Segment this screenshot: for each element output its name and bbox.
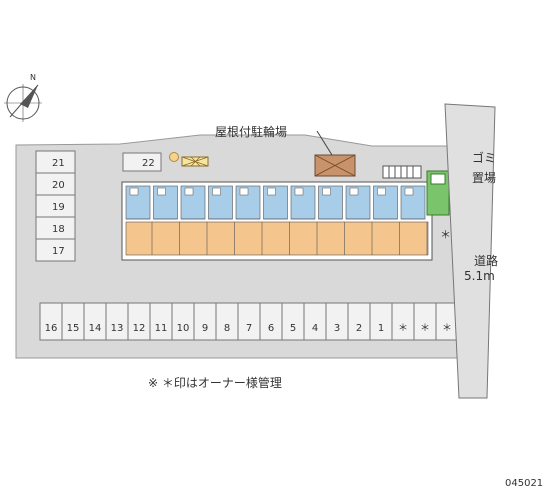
- parking-space-bottom-9: 8: [224, 323, 230, 334]
- legend-note: ※ ＊印はオーナー様管理: [148, 375, 282, 390]
- unit-8: [318, 185, 345, 255]
- road: [444, 103, 496, 399]
- parking-space-22: 22: [142, 158, 155, 169]
- parking-space-bottom-15: 2: [356, 323, 362, 334]
- parking-left-group: 21 20 19 18 17: [35, 150, 76, 262]
- unit-11: [400, 185, 428, 255]
- unit-6: [263, 185, 290, 255]
- parking-space-bottom-11: 6: [268, 323, 274, 334]
- parking-space-bottom-19: ＊: [442, 323, 452, 334]
- apartment-building: [121, 181, 433, 261]
- unit-5: [235, 185, 263, 255]
- stairs-icon: [382, 165, 422, 179]
- parking-space-bottom-1: 16: [45, 323, 58, 334]
- parking-space-bottom-3: 14: [89, 323, 102, 334]
- parking-space-bottom-12: 5: [290, 323, 296, 334]
- parking-space-bottom-14: 3: [334, 323, 340, 334]
- unit-1: [125, 185, 153, 255]
- bike-parking-label: 屋根付駐輪場: [215, 124, 287, 139]
- unit-2: [153, 185, 180, 255]
- parking-space-19: 19: [52, 202, 65, 213]
- parking-space-20: 20: [52, 180, 65, 191]
- north-arrow-icon: N: [4, 73, 42, 122]
- tree-icon: [169, 152, 179, 162]
- parking-space-bottom-5: 12: [133, 323, 146, 334]
- parking-space-bottom-13: 4: [312, 323, 318, 334]
- parking-space-bottom-17: ＊: [398, 323, 408, 334]
- map-code: 045021: [505, 478, 543, 489]
- unit-10: [373, 185, 400, 255]
- unit-3: [180, 185, 208, 255]
- parking-space-bottom-6: 11: [155, 323, 168, 334]
- parking-space-21: 21: [52, 158, 65, 169]
- parking-space-bottom-4: 13: [111, 323, 124, 334]
- unit-9: [345, 185, 373, 255]
- garbage-label-2: 置場: [472, 171, 496, 185]
- parking-space-bottom-7: 10: [177, 323, 190, 334]
- parking-space-bottom-2: 15: [67, 323, 80, 334]
- parking-space-bottom-18: ＊: [420, 323, 430, 334]
- parking-bottom-group: 16 15 14 13 12 11 10 9 8 7 6 5 4 3 2 1 ＊ ＊ ＊: [39, 302, 459, 341]
- parking-space-22-box: [122, 152, 162, 172]
- road-label: 道路: [474, 253, 498, 268]
- parking-space-18: 18: [52, 224, 65, 235]
- parking-space-bottom-16: 1: [378, 323, 384, 334]
- parking-space-17: 17: [52, 246, 65, 257]
- road-width-label: 5.1m: [464, 269, 495, 283]
- garbage-label-1: ゴミ: [472, 150, 496, 165]
- side-mark: ＊: [440, 228, 451, 241]
- unit-4: [208, 185, 235, 255]
- parking-space-bottom-10: 7: [246, 323, 252, 334]
- north-label: N: [30, 73, 36, 82]
- unit-7: [290, 185, 318, 255]
- parking-space-bottom-8: 9: [202, 323, 208, 334]
